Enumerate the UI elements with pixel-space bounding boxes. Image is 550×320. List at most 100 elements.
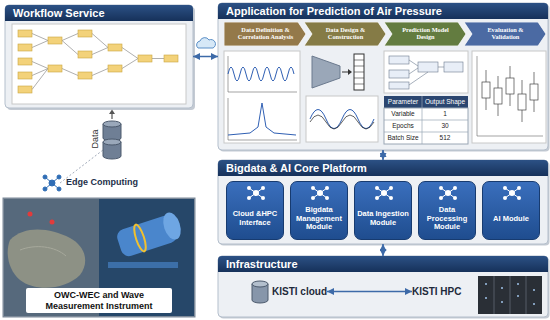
edge-computing-icon [43,175,61,191]
panel-body [218,3,548,150]
process-step: Data Definition & Correlation Analysis [224,22,306,46]
workflow-step [164,55,178,62]
data-construction-figure [310,115,374,129]
module-label: Cloud &HPC Interface [229,210,281,227]
box-plot [494,88,502,104]
network-icon [311,186,315,190]
hpc-server-photo [485,283,535,305]
model-diagram [389,70,409,78]
network-icon [445,190,451,196]
step-label: Data Design & Construction [315,27,376,41]
network-icon [439,186,443,190]
edge-computing-icon [43,187,47,191]
model-diagram [418,62,438,72]
infra-label: KISTI cloud [272,286,327,297]
infra-label: KISTI HPC [412,286,461,297]
correlation-chart [224,51,300,143]
workflow-step [48,37,62,44]
hpc-server-photo [494,276,526,314]
panel-heading: Application for Prediction of Air Pressu… [218,3,548,19]
chevron-shape [384,22,466,46]
network-icon [375,196,379,200]
panel-heading: Bigdata & AI Core Platform [218,160,548,176]
cloud-database-icon [252,281,268,303]
hpc-server-photo [478,276,542,314]
module-box: AI Module [482,181,540,240]
table-grid [384,108,468,144]
data-construction-figure [306,54,378,142]
table-cell: Variable [384,108,422,120]
database-icon [103,139,121,145]
workflow-step [18,86,32,93]
cloud-icon [197,38,216,48]
hpc-server-photo [485,297,487,299]
box-plot [530,84,538,100]
module-label: Data Ingestion Module [357,210,409,227]
module-label: AI Module [493,215,529,224]
network-icon [247,196,251,200]
hpc-server-photo [501,301,503,303]
process-step: Evaluation & Validation [464,22,546,46]
photo-caption: OWC-WEC and Wave Measurement Instrument [26,288,172,313]
network-icon [261,196,265,200]
hpc-server-photo [533,303,535,305]
network-icon [317,190,323,196]
table-cell: Batch Size [384,132,422,144]
network-icon [505,188,519,198]
network-icon [253,190,259,196]
box-plot [518,94,526,110]
site-photo [28,212,33,217]
workflow-step [18,72,32,79]
box-plot [486,66,534,122]
site-photo [160,210,184,242]
box-plot [472,51,546,143]
network-icon [453,186,457,190]
workflow-step [108,44,122,51]
edge-computing-icon [49,180,55,186]
table-cell: Epochs [384,120,422,132]
data-construction-figure [354,60,364,84]
step-label: Data Definition & Correlation Analysis [235,27,296,41]
network-icon [381,190,387,196]
workflow-step [18,44,32,51]
site-photo [50,220,55,225]
panel-body [218,160,548,244]
chevron-shape [304,22,386,46]
hpc-server-photo [485,283,487,285]
network-icon [245,185,267,201]
model-diagram [389,82,409,89]
edge-computing-icon [57,187,61,191]
step-label: Evaluation & Validation [475,27,536,41]
photo-frame: OWC-WEC and Wave Measurement Instrument [3,198,195,317]
table-grid [384,96,468,144]
site-photo [132,223,148,252]
workflow-screenshot [12,24,186,104]
workflow-step [18,30,32,37]
connector-arrow [193,56,218,58]
network-icon [389,196,393,200]
workflow-step [78,72,92,79]
network-icon [517,186,521,190]
model-diagram [384,51,468,93]
network-icon [373,185,395,201]
cloud-icon [197,38,216,48]
site-photo [3,198,195,317]
workflow-step [108,65,122,72]
correlation-chart [228,56,297,140]
side-label: Data [90,127,100,151]
infra-node: KISTI HPC [412,286,461,297]
connector-arrow [327,291,412,293]
database-icon [103,121,121,159]
module-box: Bigdata Management Module [290,181,348,240]
correlation-chart [228,103,296,135]
table-grid [384,96,468,108]
workflow-screenshot [12,24,186,104]
workflow-step [78,30,92,37]
module-label: Bigdata Management Module [293,206,345,232]
network-icon [437,185,459,201]
network-icon [261,186,265,190]
data-construction-figure [354,54,364,90]
edge-computing-icon [43,175,47,179]
panel-frame: Bigdata & AI Core PlatformCloud &HPC Int… [218,160,548,244]
model-diagram [409,60,444,85]
